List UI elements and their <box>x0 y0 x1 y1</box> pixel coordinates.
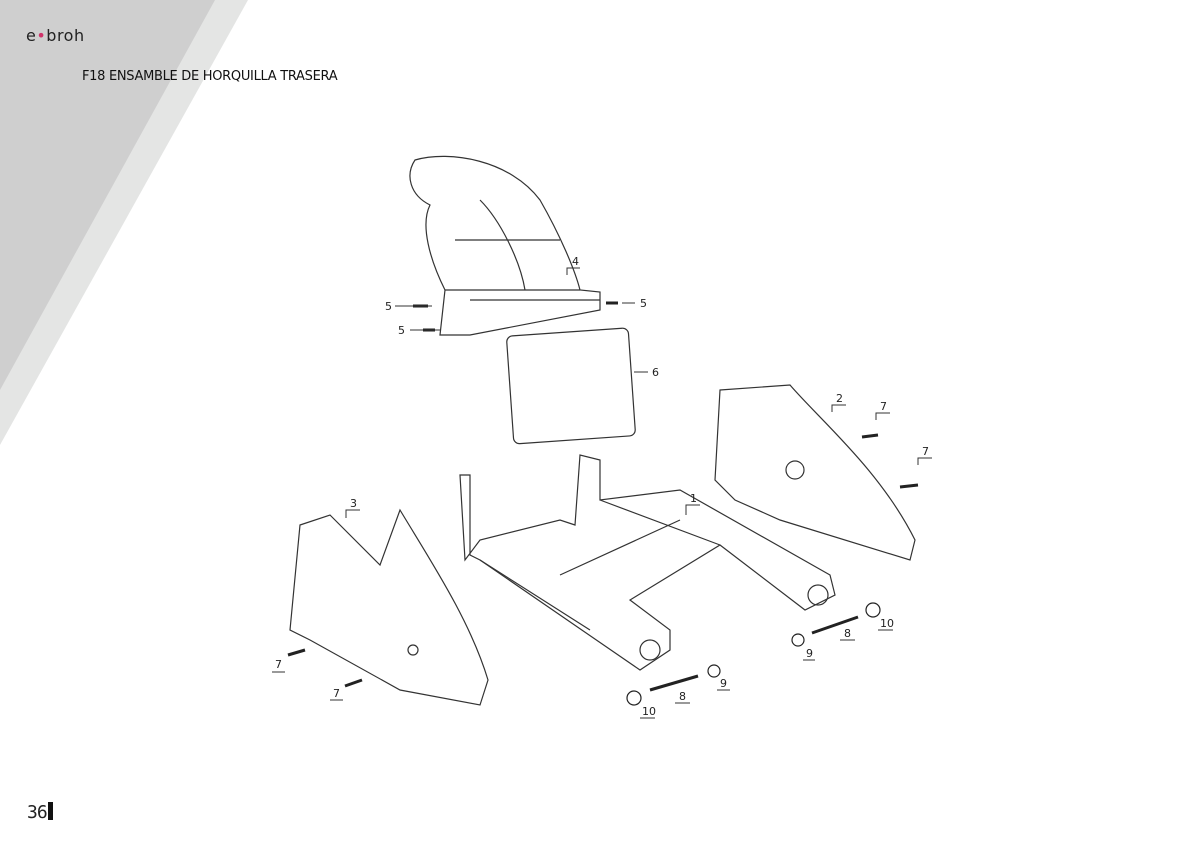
page-number: 36 <box>27 802 53 823</box>
callout-7: 7 <box>922 445 929 458</box>
part-2-side-cover <box>714 384 916 561</box>
callout-2: 2 <box>836 392 843 405</box>
part-6-plate <box>506 327 636 445</box>
part-1-swingarm <box>459 454 836 671</box>
callout-5: 5 <box>385 300 392 313</box>
brand-logo: e•broh <box>26 26 85 45</box>
callout-7: 7 <box>880 400 887 413</box>
callout-10: 10 <box>880 617 894 630</box>
part-4-rear-fender <box>409 155 601 336</box>
callout-4: 4 <box>572 255 579 268</box>
callout-1: 1 <box>690 492 697 505</box>
callout-9: 9 <box>806 647 813 660</box>
callout-5: 5 <box>640 297 647 310</box>
callout-6: 6 <box>652 366 659 379</box>
callout-8: 8 <box>844 627 851 640</box>
callout-10: 10 <box>642 705 656 718</box>
callout-8: 8 <box>679 690 686 703</box>
callout-5: 5 <box>398 324 405 337</box>
callout-3: 3 <box>350 497 357 510</box>
callout-7: 7 <box>275 658 282 671</box>
part-3-side-cover <box>289 508 489 706</box>
callout-7: 7 <box>333 687 340 700</box>
callout-9: 9 <box>720 677 727 690</box>
page-title: F18 ENSAMBLE DE HORQUILLA TRASERA <box>82 69 338 84</box>
